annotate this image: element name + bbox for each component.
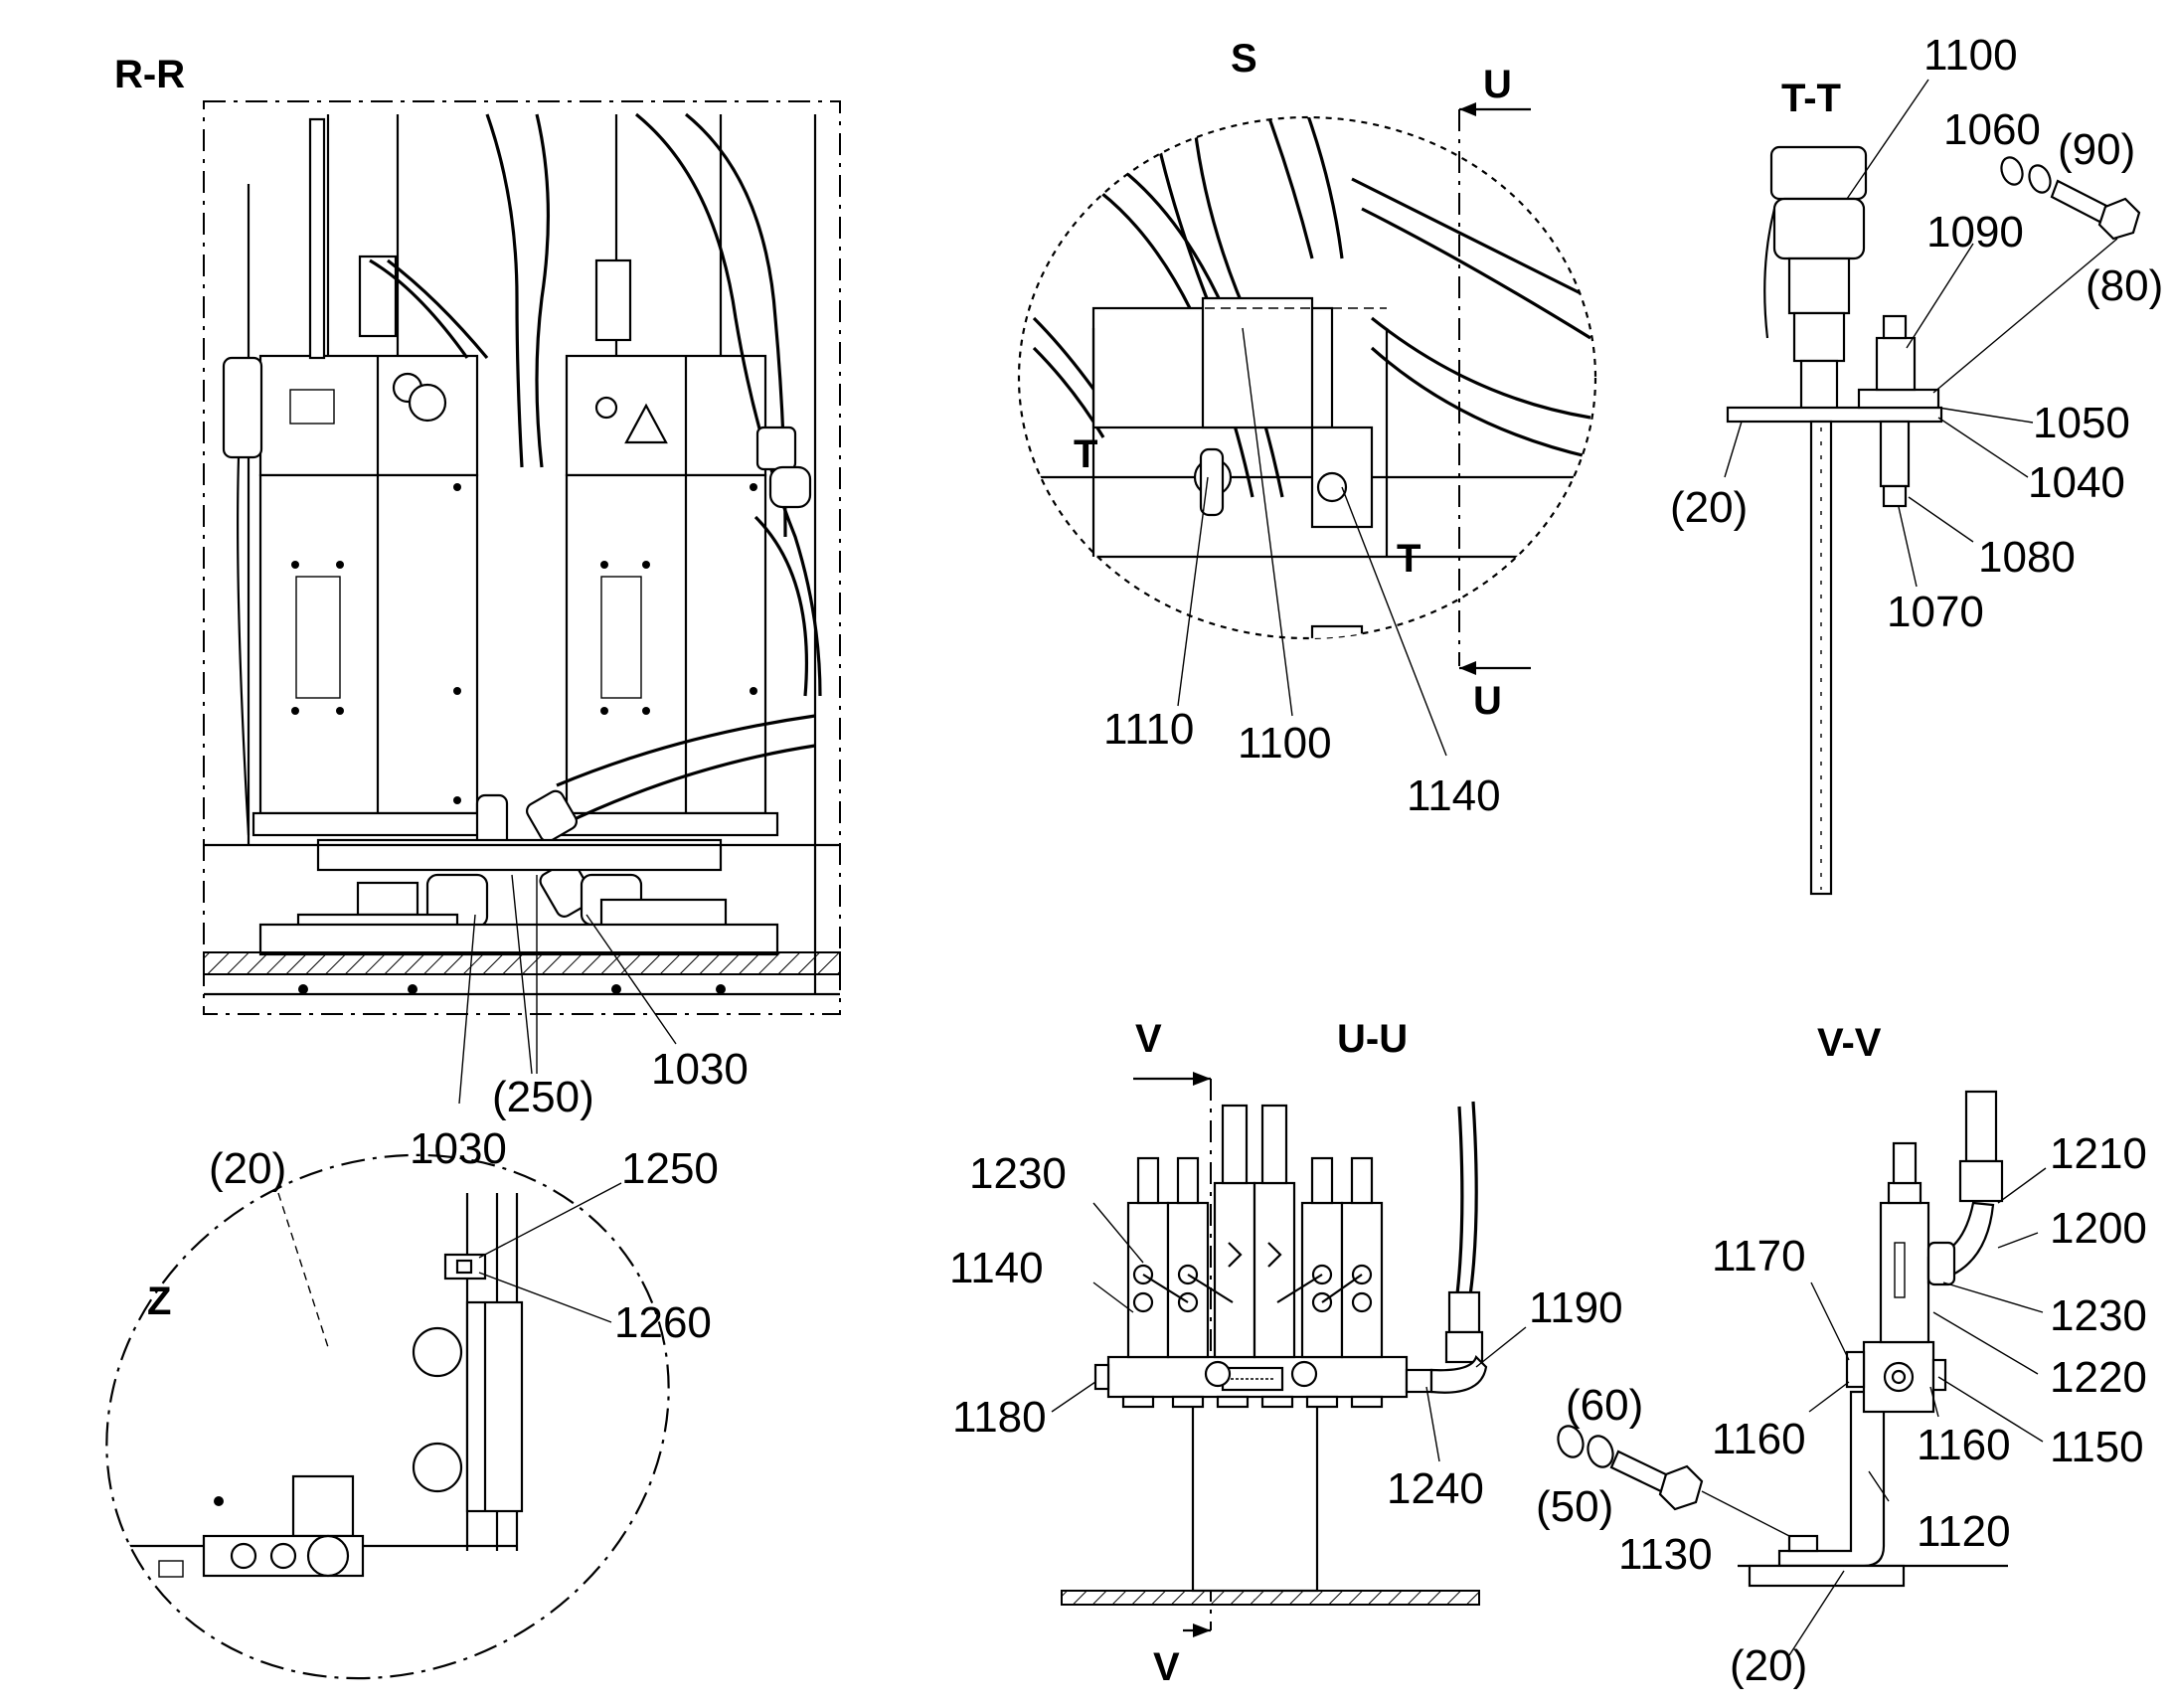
callout-1210: 1210 — [2050, 1129, 2147, 1178]
view-title-uu: U-U — [1337, 1017, 1408, 1061]
plate-20 — [1726, 406, 1943, 424]
level-sensor-1100 — [1763, 145, 1868, 413]
view-title-vv: V-V — [1817, 1021, 1882, 1065]
callout-1240: 1240 — [1387, 1464, 1484, 1513]
callout-20-tt: (20) — [1670, 483, 1748, 532]
view-uu: U-U V V — [949, 1017, 1623, 1689]
section-t-right-label: T — [1397, 537, 1421, 581]
callout-1220: 1220 — [2050, 1353, 2147, 1402]
callout-1080: 1080 — [1978, 533, 2076, 582]
callout-1170: 1170 — [1712, 1232, 1806, 1281]
view-vv: V-V 12 — [1536, 1021, 2147, 1690]
callout-1140-s: 1140 — [1407, 771, 1501, 820]
view-rr-border — [203, 100, 841, 1015]
callout-1040: 1040 — [2028, 458, 2125, 507]
callout-1090: 1090 — [1926, 208, 2024, 256]
bracket-1120 — [1777, 1390, 1886, 1568]
callout-90: (90) — [2058, 125, 2135, 174]
callout-1190: 1190 — [1529, 1283, 1623, 1332]
callout-1130: 1130 — [1618, 1530, 1713, 1579]
callout-1160-left: 1160 — [1712, 1415, 1806, 1463]
section-v-top-label: V — [1135, 1017, 1162, 1061]
section-t-left-label: T — [1074, 432, 1097, 476]
callout-1230-uu: 1230 — [969, 1149, 1067, 1198]
probe-rod — [1809, 420, 1833, 896]
distributor-block-1140 — [1093, 1355, 1433, 1409]
switch-1090 — [1857, 314, 1940, 508]
section-u-bottom-label: U — [1473, 679, 1502, 723]
callout-80: (80) — [2086, 261, 2163, 310]
section-v-bottom-label: V — [1153, 1645, 1180, 1689]
callout-1110: 1110 — [1103, 705, 1194, 754]
callout-1120: 1120 — [1917, 1507, 2011, 1556]
callout-1140-uu: 1140 — [949, 1244, 1044, 1292]
callout-1180: 1180 — [952, 1393, 1047, 1442]
callout-1230-vv: 1230 — [2050, 1291, 2147, 1340]
callout-20-vv: (20) — [1730, 1641, 1807, 1690]
detail-z-boundary — [105, 1153, 670, 1680]
pump-unit-left — [222, 117, 484, 837]
callout-1200: 1200 — [2050, 1204, 2147, 1253]
callout-60: (60) — [1566, 1381, 1643, 1430]
callout-20-z: (20) — [209, 1144, 286, 1193]
metering-elements — [1126, 1104, 1384, 1359]
callout-250: (250) — [492, 1073, 594, 1121]
callout-1160-right: 1160 — [1917, 1421, 2011, 1469]
bolt-80 — [2000, 156, 2141, 241]
view-title-rr: R-R — [114, 53, 185, 96]
callout-1060: 1060 — [1943, 105, 2041, 154]
view-z: Z (20) 1250 1260 — [99, 1144, 719, 1680]
section-u-top-label: U — [1483, 63, 1512, 106]
callout-1250: 1250 — [621, 1144, 719, 1193]
callout-50: (50) — [1536, 1482, 1613, 1531]
callout-1030-right: 1030 — [651, 1045, 749, 1094]
view-tt: T-T — [1670, 31, 2163, 896]
callout-1070: 1070 — [1887, 588, 1984, 636]
callout-1100-s: 1100 — [1238, 719, 1332, 768]
view-title-s: S — [1231, 37, 1257, 81]
pump-unit-right — [557, 258, 779, 837]
callout-1100-tt: 1100 — [1923, 31, 2018, 80]
callout-1050: 1050 — [2033, 399, 2130, 447]
view-s: S U — [1017, 37, 1597, 820]
view-title-tt: T-T — [1781, 77, 1841, 120]
view-rr: R-R — [114, 53, 841, 1173]
callout-1150: 1150 — [2050, 1423, 2144, 1471]
callout-1260: 1260 — [614, 1298, 712, 1347]
